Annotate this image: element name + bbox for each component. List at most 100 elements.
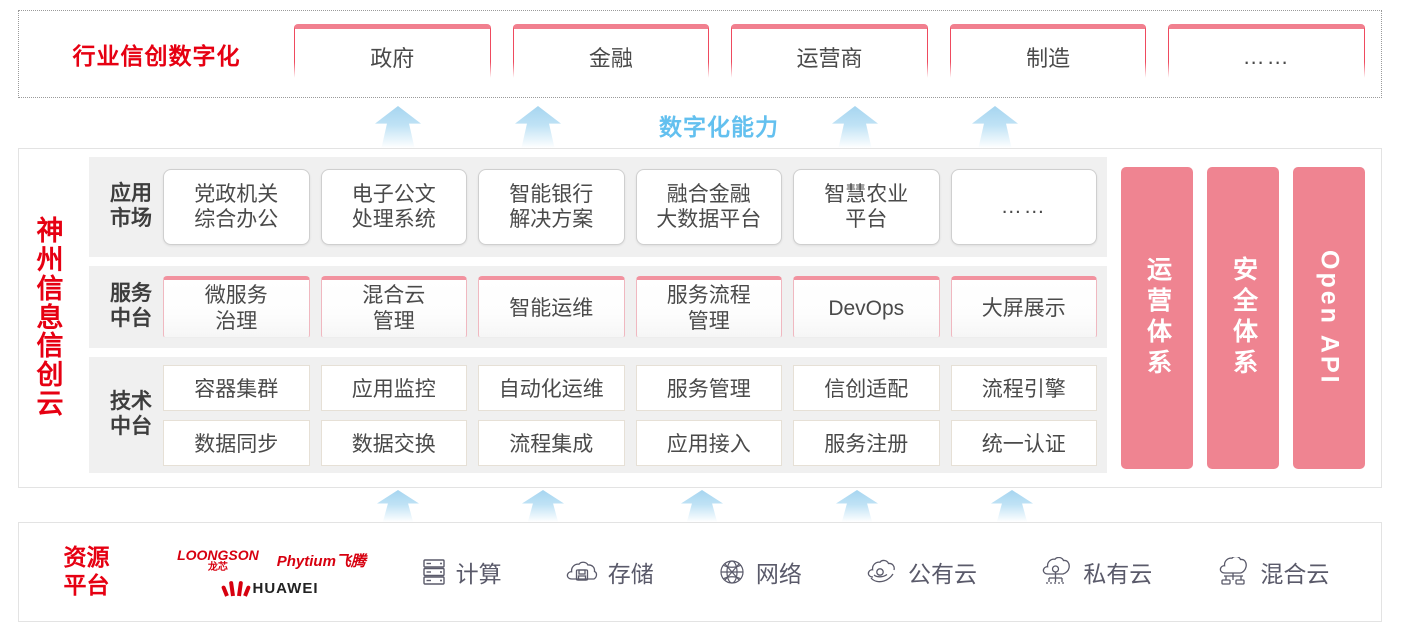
layer-label-app-market: 应用 市场 <box>99 182 163 232</box>
industry-item-label: …… <box>1242 43 1291 69</box>
cell-text-line: 服务流程 <box>666 284 751 308</box>
resource-arrow-gap <box>18 488 1382 522</box>
service-cell-smart-ops[interactable]: 智能运维 <box>478 276 625 338</box>
layer-label-line: 技术 <box>110 390 152 414</box>
cell-text-line: …… <box>1000 195 1047 219</box>
cloud-layer-stack: 应用 市场 党政机关综合办公 电子公文处理系统 智能银行解决方案 融合金融大数据… <box>89 157 1107 479</box>
up-arrow-icon <box>972 106 1018 148</box>
resource-platform-title: 资源 平台 <box>19 544 154 599</box>
industry-item-manufacturing[interactable]: 制造 <box>949 24 1147 84</box>
service-cell-service-process-management[interactable]: 服务流程管理 <box>635 276 782 338</box>
app-cell-smart-agriculture-platform[interactable]: 智慧农业平台 <box>793 169 940 245</box>
up-arrow-icon <box>377 490 419 522</box>
tech-cell-automated-ops[interactable]: 自动化运维 <box>478 364 625 411</box>
loongson-logo-text: LOONGSON <box>177 546 259 563</box>
resource-item-private-cloud[interactable]: 私有云 <box>1040 555 1152 589</box>
layer-label-tech-platform: 技术 中台 <box>99 390 163 440</box>
resource-item-label: 网络 <box>755 561 802 587</box>
resource-title-line: 平台 <box>63 572 110 598</box>
cloud-side-pillars: 运营体系 安全体系 Open API <box>1107 157 1371 479</box>
tech-cell-process-engine[interactable]: 流程引擎 <box>950 364 1097 411</box>
private-cloud-icon <box>1040 557 1074 587</box>
pillar-open-api[interactable]: Open API <box>1293 167 1365 469</box>
vendor-logo-row-2: HUAWEI <box>220 579 319 597</box>
cloud-title-char: 神 <box>36 215 64 246</box>
cell-text-line: 融合金融 <box>666 182 751 206</box>
capability-arrow-gap: 数字化能力 <box>18 100 1382 148</box>
industry-item-carrier[interactable]: 运营商 <box>731 24 928 84</box>
resource-item-network[interactable]: 网络 <box>717 555 802 589</box>
layer-label-line: 应用 <box>110 182 152 206</box>
resource-item-list: 计算 存储 <box>389 555 1381 589</box>
tech-cell-process-integration[interactable]: 流程集成 <box>478 419 625 466</box>
industry-item-list: 政府 金融 运营商 制造 …… <box>294 24 1381 84</box>
cell-text-line: 平台 <box>845 208 888 231</box>
tech-row-1: 容器集群 应用监控 自动化运维 服务管理 信创适配 流程引擎 <box>163 364 1097 411</box>
cloud-title-char: 息 <box>36 302 64 333</box>
pillar-operation-system[interactable]: 运营体系 <box>1121 167 1193 469</box>
tech-cell-app-monitoring[interactable]: 应用监控 <box>320 364 467 411</box>
industry-item-government[interactable]: 政府 <box>294 24 491 84</box>
tech-cell-container-cluster[interactable]: 容器集群 <box>163 364 310 411</box>
resource-item-storage[interactable]: 存储 <box>565 555 654 589</box>
vendor-logo-row-1: LOONGSON 龙芯 Phytium飞腾 <box>177 548 366 573</box>
app-cell-smart-bank-solution[interactable]: 智能银行解决方案 <box>478 169 625 245</box>
cell-text-line: DevOps <box>828 296 905 320</box>
cell-text-line: 电子公文 <box>351 182 436 206</box>
service-cell-hybrid-cloud-management[interactable]: 混合云管理 <box>320 276 467 338</box>
tech-platform-grid: 容器集群 应用监控 自动化运维 服务管理 信创适配 流程引擎 数据同步 数据交换… <box>163 364 1097 466</box>
up-arrow-icon <box>515 106 561 148</box>
cell-text-line: 解决方案 <box>509 208 594 231</box>
up-arrow-icon <box>836 490 878 522</box>
tech-cell-app-access[interactable]: 应用接入 <box>635 419 782 466</box>
industry-item-label: 政府 <box>370 45 415 71</box>
cloud-title-char: 州 <box>36 244 64 275</box>
up-arrow-icon <box>991 490 1033 522</box>
layer-label-line: 中台 <box>110 415 152 438</box>
industry-band-title: 行业信创数字化 <box>72 43 241 69</box>
server-icon <box>421 557 447 587</box>
public-cloud-icon <box>865 558 899 586</box>
layer-app-market: 应用 市场 党政机关综合办公 电子公文处理系统 智能银行解决方案 融合金融大数据… <box>89 157 1107 257</box>
tech-cell-service-registry[interactable]: 服务注册 <box>793 419 940 466</box>
tech-cell-unified-auth[interactable]: 统一认证 <box>950 419 1097 466</box>
industry-item-finance[interactable]: 金融 <box>512 24 710 84</box>
tech-cell-xinchuang-adaptation[interactable]: 信创适配 <box>793 364 940 411</box>
service-cell-dashboard-display[interactable]: 大屏展示 <box>950 276 1097 338</box>
resource-item-label: 存储 <box>607 561 654 587</box>
up-arrow-icon <box>375 106 421 148</box>
layer-service-platform: 服务 中台 微服务治理 混合云管理 智能运维 服务流程管理 DevOps 大屏展… <box>89 266 1107 348</box>
cloud-title-char: 创 <box>36 360 64 391</box>
app-cell-party-gov-office[interactable]: 党政机关综合办公 <box>163 169 310 245</box>
up-arrow-icon <box>681 490 723 522</box>
app-cell-e-document-system[interactable]: 电子公文处理系统 <box>320 169 467 245</box>
cell-text-line: 管理 <box>372 309 415 333</box>
cell-text-line: 处理系统 <box>351 208 436 231</box>
service-cell-microservice-governance[interactable]: 微服务治理 <box>163 276 310 338</box>
capability-label: 数字化能力 <box>659 114 779 140</box>
resource-item-hybrid-cloud[interactable]: 混合云 <box>1215 555 1329 589</box>
cell-text-line: 大屏展示 <box>981 296 1066 320</box>
cell-text-line: 治理 <box>215 309 258 333</box>
tech-cell-service-management[interactable]: 服务管理 <box>635 364 782 411</box>
resource-title-line: 资源 <box>63 544 110 571</box>
up-arrow-icon <box>832 106 878 148</box>
service-cell-devops[interactable]: DevOps <box>793 276 940 338</box>
app-cell-finance-bigdata-platform[interactable]: 融合金融大数据平台 <box>635 169 782 245</box>
industry-item-more[interactable]: …… <box>1168 24 1365 84</box>
cloud-platform-panel: 神州信息信创云 应用 市场 党政机关综合办公 电子公文处理系统 智能银行解决方案… <box>18 148 1382 488</box>
vendor-logo-group: LOONGSON 龙芯 Phytium飞腾 HUAWEI <box>154 548 389 597</box>
industry-item-label: 运营商 <box>796 45 863 71</box>
tech-cell-data-exchange[interactable]: 数据交换 <box>320 419 467 466</box>
cell-text-line: 综合办公 <box>194 208 279 231</box>
huawei-logo-text: HUAWEI <box>252 579 319 597</box>
pillar-label: Open API <box>1315 250 1344 386</box>
cell-text-line: 智能银行 <box>509 182 594 206</box>
resource-item-compute[interactable]: 计算 <box>421 555 502 589</box>
app-cell-more[interactable]: …… <box>950 169 1097 245</box>
tech-cell-data-sync[interactable]: 数据同步 <box>163 419 310 466</box>
industry-band: 行业信创数字化 政府 金融 运营商 制造 …… <box>18 10 1382 98</box>
pillar-security-system[interactable]: 安全体系 <box>1207 167 1279 469</box>
resource-item-public-cloud[interactable]: 公有云 <box>865 555 977 589</box>
cloud-storage-icon <box>565 558 599 586</box>
